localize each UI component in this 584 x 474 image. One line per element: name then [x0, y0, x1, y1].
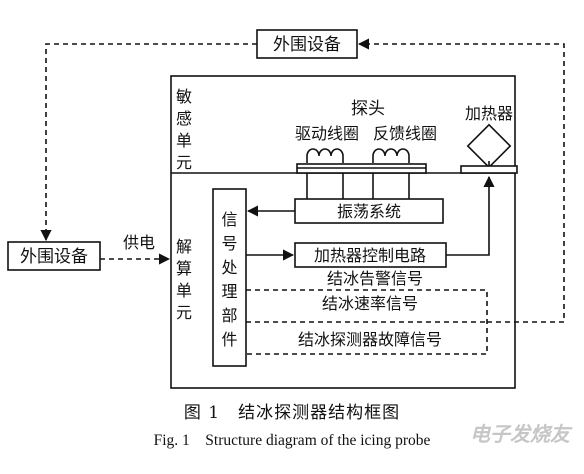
- sensing-unit-char-1: 感: [176, 109, 192, 128]
- fault-signal-label: 结冰探测器故障信号: [298, 330, 442, 349]
- signal-processing-char-3: 理: [221, 282, 237, 301]
- oscillation-system-box: [294, 198, 444, 224]
- figure-caption-english: Fig. 1 Structure diagram of the icing pr…: [153, 432, 431, 449]
- drive-coil-label: 驱动线圈: [295, 124, 359, 143]
- watermark-logo: 电子发烧友: [470, 422, 570, 446]
- heater-base: [460, 165, 518, 174]
- signal-processing-char-0: 信: [221, 210, 237, 229]
- oscillation-system-label: 振荡系统: [337, 202, 401, 221]
- heater-control-label: 加热器控制电路: [314, 246, 426, 265]
- signal-processing-char-1: 号: [221, 234, 237, 253]
- icing-alarm-dashed: [246, 289, 488, 355]
- heater-label: 加热器: [465, 104, 513, 123]
- decoding-unit-char-2: 单: [176, 281, 192, 300]
- feedback-coil-label: 反馈线圈: [373, 124, 437, 143]
- top-to-left-dashed-link: [40, 43, 257, 242]
- icing-rate-label: 结冰速率信号: [322, 294, 418, 313]
- drive-coil-symbol: [306, 148, 344, 163]
- peripheral-box-left: [7, 241, 101, 271]
- signal-processing-char-4: 部: [221, 306, 237, 325]
- signal-processing-box: [212, 188, 247, 367]
- heater-control-box: [294, 242, 447, 268]
- heater-symbol: [466, 123, 512, 169]
- decoding-unit-char-3: 元: [176, 303, 192, 322]
- sensing-unit-char-0: 敏: [176, 87, 192, 106]
- power-supply-label: 供电: [123, 233, 155, 252]
- fault-to-top-dashed-link: [357, 38, 565, 323]
- decoding-unit-char-1: 算: [176, 259, 192, 278]
- decoding-unit-char-0: 解: [176, 237, 192, 256]
- signal-processing-char-5: 件: [221, 330, 237, 349]
- signal-processing-char-2: 处: [221, 258, 237, 277]
- heater-control-to-heater-arrow: [446, 175, 495, 256]
- peripheral-left-label: 外围设备: [20, 247, 88, 267]
- icing-alarm-label: 结冰告警信号: [327, 269, 423, 288]
- sensing-unit-char-2: 单: [176, 131, 192, 150]
- peripheral-top-label: 外围设备: [273, 35, 341, 55]
- sensing-unit-char-3: 元: [176, 153, 192, 172]
- feedback-coil-symbol: [372, 148, 410, 163]
- figure-caption-chinese: 图 1 结冰探测器结构框图: [183, 403, 401, 423]
- probe-label: 探头: [351, 99, 385, 119]
